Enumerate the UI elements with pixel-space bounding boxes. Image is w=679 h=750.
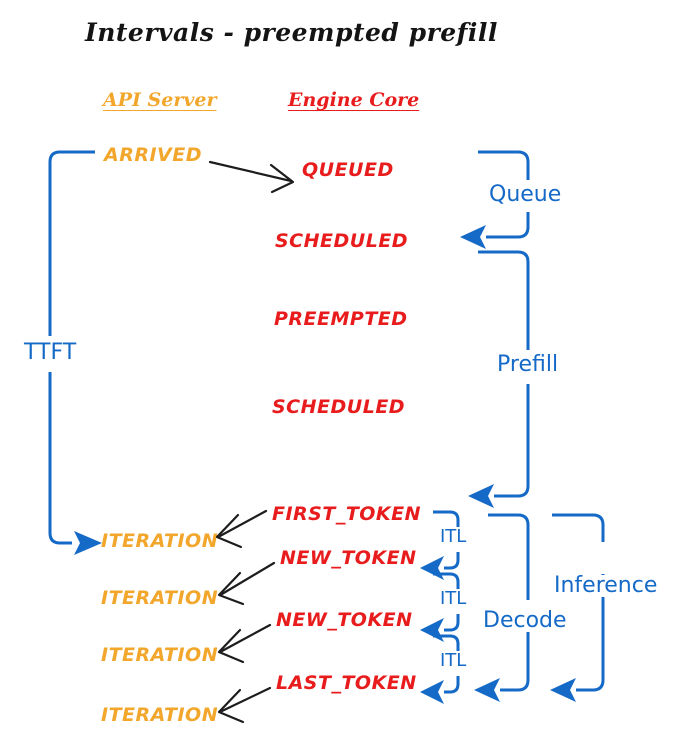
event-preempted: PREEMPTED (274, 308, 408, 330)
arrow-new-token-1-to-iteration (220, 561, 276, 596)
inference-bracket-top (552, 513, 605, 542)
prefill-bracket-bottom (494, 384, 530, 498)
ttft-arrow-head (74, 531, 102, 555)
interval-label-queue: Queue (486, 184, 565, 206)
itl-1-arrow-head (420, 556, 444, 580)
interval-label-itl-2: ITL (437, 590, 470, 608)
event-first-token: FIRST_TOKEN (272, 503, 422, 525)
inference-arrow-head (550, 678, 576, 702)
interval-label-itl-1: ITL (437, 528, 470, 546)
event-iteration-1: ITERATION (101, 530, 219, 552)
arrow-new-token-1-to-iteration-head (217, 571, 245, 606)
ttft-bracket-path-lower (48, 372, 72, 545)
event-new-token-1: NEW_TOKEN (280, 547, 417, 569)
event-iteration-2: ITERATION (101, 587, 219, 609)
itl-2-bracket-top (433, 572, 460, 589)
itl-1-bracket-top (433, 510, 460, 527)
column-heading-api-server: API Server (103, 89, 217, 111)
itl-3-bracket-top (433, 634, 460, 651)
event-new-token-2: NEW_TOKEN (276, 609, 413, 631)
page-title: Intervals - preempted prefill (85, 18, 498, 47)
event-queued: QUEUED (302, 159, 394, 181)
arrow-last-token-to-iteration-head (217, 688, 245, 724)
arrow-arrived-to-queued-head (269, 163, 295, 194)
decode-bracket-bottom (500, 632, 530, 692)
decode-arrow-head (474, 678, 500, 702)
interval-label-ttft: TTFT (21, 342, 80, 364)
decode-bracket-top (488, 513, 530, 600)
interval-label-itl-3: ITL (437, 652, 470, 670)
itl-3-arrow-head (420, 680, 444, 704)
column-heading-engine-core: Engine Core (288, 89, 420, 111)
interval-label-inference: Inference (551, 575, 661, 597)
queue-bracket-bottom (486, 212, 530, 239)
event-iteration-4: ITERATION (101, 704, 219, 726)
arrow-first-token-to-iteration (218, 509, 268, 538)
prefill-arrow-head (468, 484, 494, 508)
itl-3-bracket-bottom (444, 676, 460, 694)
arrow-arrived-to-queued (208, 160, 293, 183)
itl-2-arrow-head (420, 618, 444, 642)
ttft-bracket-path (48, 150, 95, 336)
arrow-first-token-to-iteration-head (215, 513, 243, 549)
event-last-token: LAST_TOKEN (276, 672, 417, 694)
event-arrived: ARRIVED (104, 144, 202, 166)
event-scheduled-2: SCHEDULED (272, 396, 406, 418)
itl-2-bracket-bottom (444, 614, 460, 632)
event-iteration-3: ITERATION (101, 644, 219, 666)
arrow-new-token-2-to-iteration (220, 623, 272, 653)
interval-label-decode: Decode (480, 610, 570, 632)
arrow-new-token-2-to-iteration-head (217, 628, 245, 664)
interval-label-prefill: Prefill (494, 354, 562, 376)
itl-1-bracket-bottom (444, 552, 460, 570)
event-scheduled-1: SCHEDULED (275, 230, 409, 252)
queue-arrow-head (460, 225, 486, 249)
arrow-last-token-to-iteration (220, 686, 272, 713)
queue-bracket-top (478, 150, 530, 180)
prefill-bracket-top (478, 250, 530, 350)
